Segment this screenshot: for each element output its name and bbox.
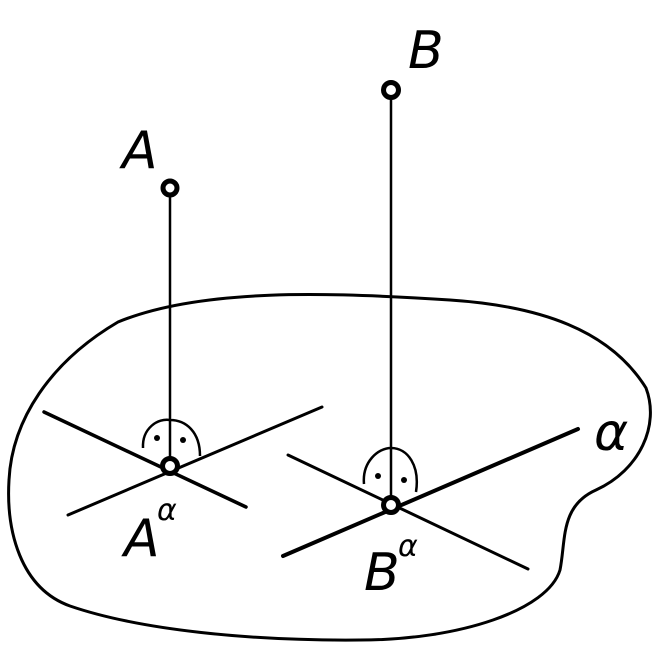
point-b [381,80,401,100]
plane-alpha-outline [7,292,652,642]
plane-line-b-2 [281,427,580,558]
right-angle-dot-b-right [401,477,407,483]
label-point-b: B [408,21,444,81]
point-a-projection [160,456,180,476]
right-angle-dot-b-left [375,473,381,479]
plane-line-a-2 [66,405,324,517]
label-point-b-projection-superscript: α [398,529,418,564]
label-point-a: A [119,121,158,181]
point-a [160,178,180,198]
label-point-a-projection: A [121,509,160,569]
right-angle-mark-b [362,446,419,493]
label-point-b-projection: B [364,543,400,603]
point-b-projection [381,495,401,515]
plane-line-a-1 [42,410,248,509]
right-angle-dot-a-left [154,435,160,441]
right-angle-mark-a [141,418,202,457]
right-angle-dot-a-right [180,437,186,443]
label-plane-alpha: α [594,403,628,463]
plane-line-b-1 [286,453,530,571]
label-point-a-projection-superscript: α [157,493,177,528]
